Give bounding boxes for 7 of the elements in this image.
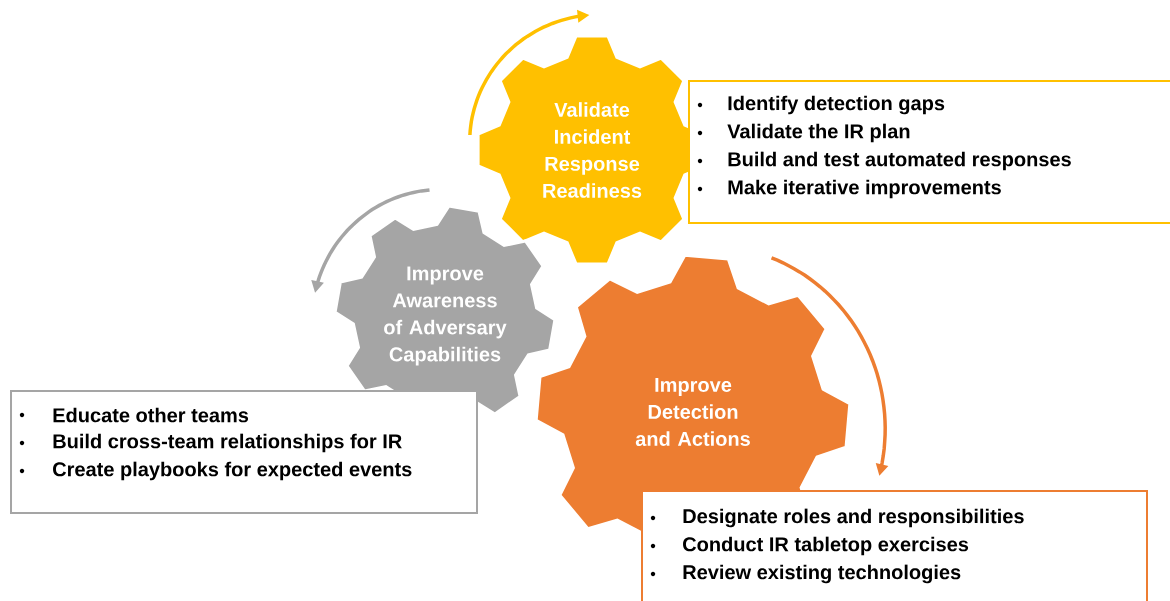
text-box — [641, 490, 1148, 601]
text-box — [10, 390, 478, 514]
bullet-item: Build cross-team relationships for IR — [19, 433, 402, 453]
bullet-item: Educate other teams — [19, 407, 249, 423]
gear: Validate Incident Response Readiness — [476, 34, 708, 266]
text-box — [688, 80, 1170, 224]
bullet-item: Create playbooks for expected events — [19, 461, 412, 481]
